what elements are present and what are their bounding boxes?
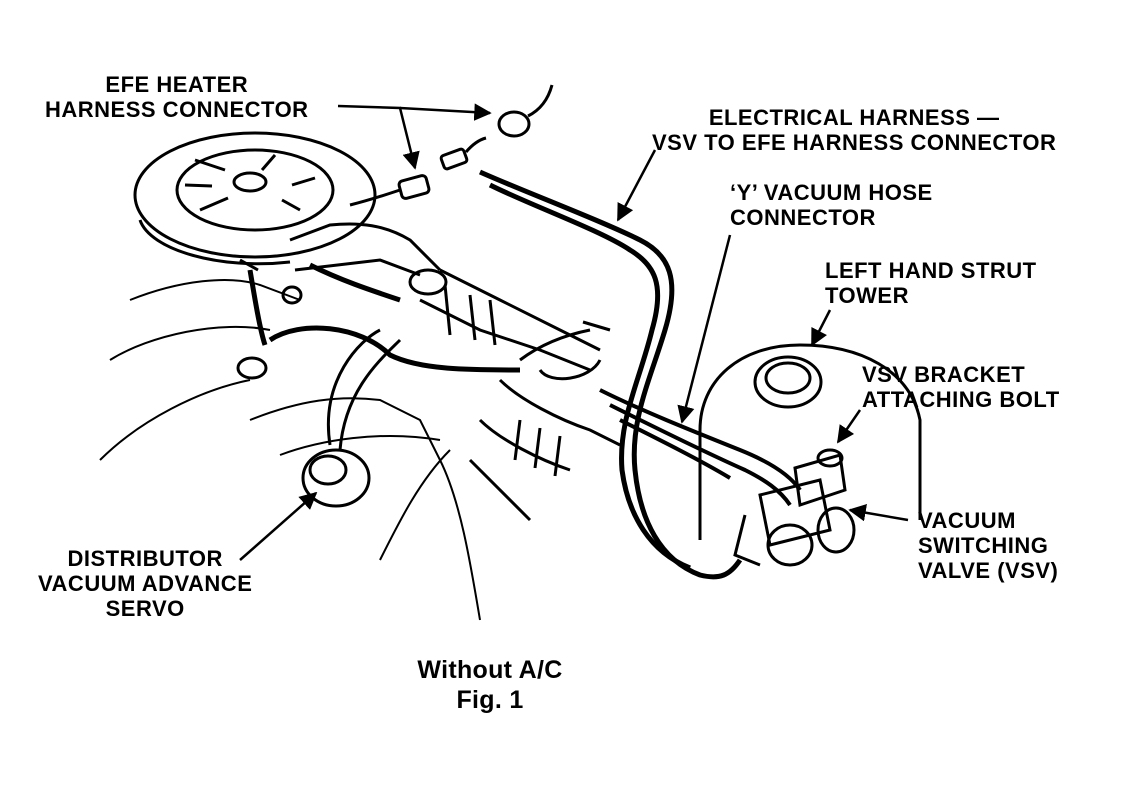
- caption-line-1: Without A/C: [417, 656, 563, 684]
- efe-connectors: [349, 84, 554, 207]
- lower-duct: [468, 378, 621, 522]
- strut-tower: [698, 343, 922, 540]
- label-left-hand-strut-tower: LEFT HAND STRUT TOWER: [825, 258, 1037, 308]
- vacuum-hoses: [599, 388, 802, 507]
- label-vacuum-switching-valve: VACUUM SWITCHING VALVE (VSV): [918, 508, 1059, 583]
- tie-strap: [519, 320, 611, 381]
- label-efe-heater-harness-connector: EFE HEATER HARNESS CONNECTOR: [45, 72, 309, 122]
- bolt-heads: [236, 258, 303, 380]
- air-cleaner: [133, 131, 377, 266]
- distributor-servo: [301, 328, 402, 508]
- label-vsv-bracket-attaching-bolt: VSV BRACKET ATTACHING BOLT: [862, 362, 1060, 412]
- leader-arrows: [239, 103, 909, 561]
- vsv-bracket: [758, 448, 847, 547]
- label-electrical-harness: ELECTRICAL HARNESS — VSV TO EFE HARNESS …: [652, 105, 1057, 155]
- electrical-harness-conduit: [478, 169, 743, 580]
- figure-caption: Without A/C Fig. 1: [390, 655, 590, 715]
- harness-left: [247, 262, 521, 373]
- label-distributor-vacuum-advance-servo: DISTRIBUTOR VACUUM ADVANCE SERVO: [38, 546, 253, 621]
- intake-snorkel: [289, 222, 601, 372]
- caption-line-2: Fig. 1: [456, 686, 524, 714]
- engine-block-outline: [99, 279, 481, 621]
- vsv-valve: [733, 506, 856, 567]
- label-y-vacuum-hose-connector: ‘Y’ VACUUM HOSE CONNECTOR: [730, 180, 933, 230]
